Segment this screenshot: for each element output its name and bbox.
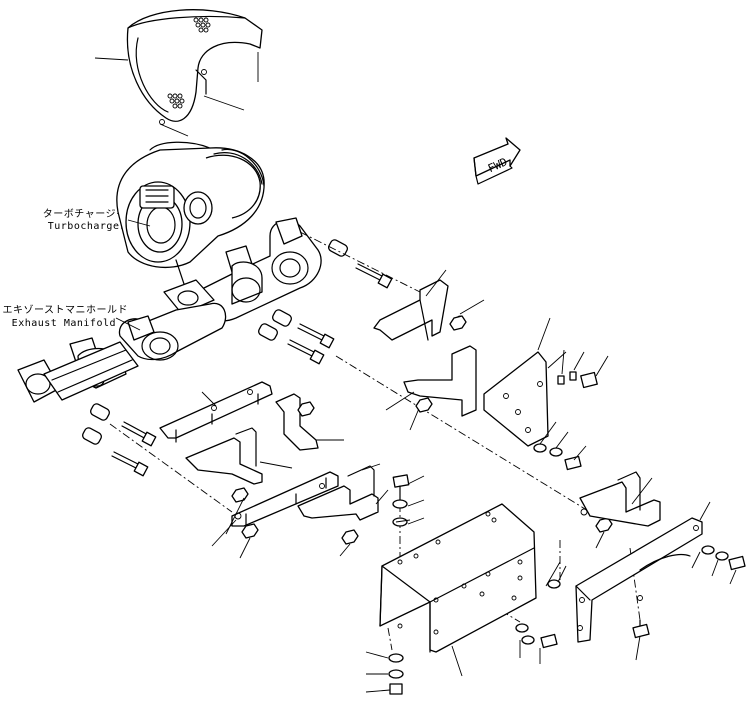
bolt-washer-stack-center <box>392 474 425 527</box>
bracket-rail-lower-left <box>211 471 339 547</box>
bolt-washer-cluster-right <box>533 349 609 471</box>
bolt-washer-stack-far-right <box>632 545 746 661</box>
turbocharger-label-en: Turbocharger <box>47 221 126 232</box>
bracket-u-lower-left <box>185 427 293 485</box>
bracket-long-right <box>579 471 661 527</box>
turbocharger-label-jp: ターボチャージャ <box>42 209 126 220</box>
mounting-plate-lower-right <box>575 501 711 643</box>
bolt-washer-stack-box-right <box>515 565 567 664</box>
bracket-rail-upper-left <box>159 381 273 443</box>
exhaust-manifold <box>17 217 322 403</box>
stud-spacer-row-upper <box>81 239 393 477</box>
forward-arrow-icon <box>473 137 521 185</box>
bolt-washer-stack-lower-left <box>365 651 404 695</box>
mounting-plate-right <box>483 317 567 447</box>
bracket-u-lower-center <box>297 463 389 521</box>
leader-lines-misc <box>395 519 561 587</box>
bracket-center <box>385 345 477 431</box>
exhaust-manifold-label-en: Exhaust Manifold <box>11 318 116 329</box>
heat-shield-cover <box>94 9 263 137</box>
exhaust-manifold-label-jp: エキゾーストマニホールド <box>2 305 128 316</box>
box-bracket-large <box>379 503 537 677</box>
nuts <box>225 315 613 559</box>
turbocharger <box>116 141 265 293</box>
